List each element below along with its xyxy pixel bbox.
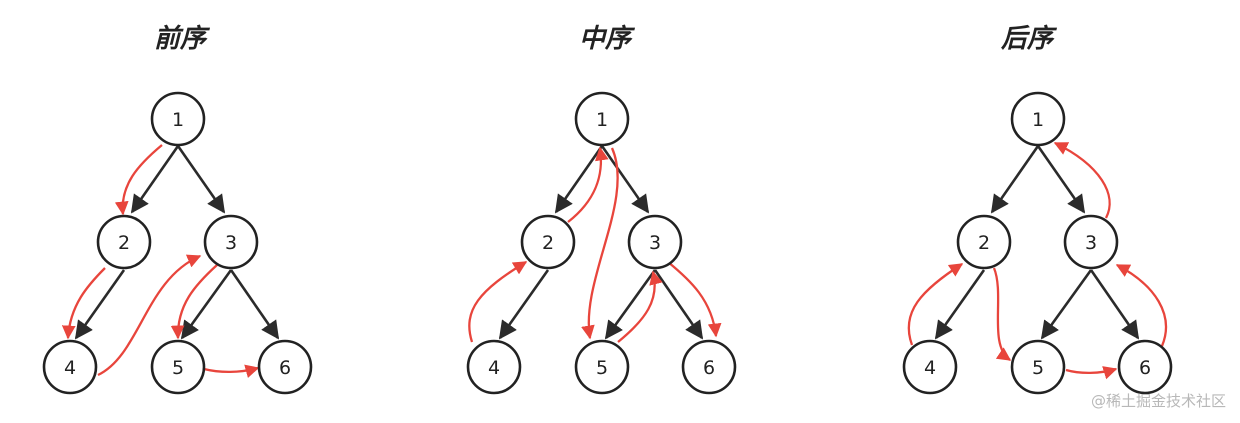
traversal-arrow — [907, 263, 964, 346]
tree-postorder: 后序 1 2 3 4 — [902, 24, 1173, 395]
node-label: 1 — [172, 109, 184, 131]
edge-1-2 — [130, 145, 180, 214]
node-label: 3 — [649, 232, 661, 254]
node-4: 4 — [42, 339, 98, 395]
edge-2-4 — [74, 269, 126, 340]
node-2: 2 — [520, 214, 576, 270]
tree-title: 后序 — [1000, 24, 1058, 54]
node-label: 6 — [703, 357, 715, 379]
node-6: 6 — [681, 339, 737, 395]
edge-1-3 — [1036, 145, 1086, 214]
node-1: 1 — [574, 91, 630, 147]
edge-1-3 — [176, 145, 226, 214]
node-5: 5 — [574, 339, 630, 395]
traversal-arrow — [97, 254, 202, 377]
watermark: @稀土掘金技术社区 — [1091, 392, 1226, 410]
edge-3-5 — [1040, 269, 1093, 340]
traversal-arrow — [992, 267, 1012, 361]
edge-3-6 — [1089, 269, 1140, 340]
tree-inorder: 中序 1 2 3 4 — [466, 24, 737, 395]
traversal-arrow — [203, 364, 260, 378]
node-label: 5 — [1032, 357, 1044, 379]
node-label: 1 — [596, 109, 608, 131]
edge-2-4 — [498, 269, 550, 340]
node-6: 6 — [257, 339, 313, 395]
node-1: 1 — [1010, 91, 1066, 147]
traversal-arrows — [468, 146, 722, 343]
node-label: 2 — [118, 232, 130, 254]
node-label: 4 — [488, 357, 500, 379]
node-label: 3 — [1085, 232, 1097, 254]
edge-3-6 — [229, 269, 280, 340]
node-3: 3 — [627, 214, 683, 270]
traversal-arrow — [1065, 366, 1118, 380]
traversal-arrow — [468, 261, 528, 343]
edge-1-2 — [554, 145, 604, 214]
node-2: 2 — [96, 214, 152, 270]
node-5: 5 — [150, 339, 206, 395]
node-6: 6 — [1117, 339, 1173, 395]
node-4: 4 — [902, 339, 958, 395]
traversal-arrows — [61, 144, 260, 378]
node-label: 4 — [924, 357, 936, 379]
node-label: 3 — [225, 232, 237, 254]
edge-1-2 — [990, 145, 1040, 214]
node-label: 5 — [172, 357, 184, 379]
node-5: 5 — [1010, 339, 1066, 395]
traversal-arrow — [170, 264, 218, 340]
edge-2-4 — [934, 269, 986, 340]
node-label: 2 — [978, 232, 990, 254]
traversal-arrows — [907, 141, 1168, 380]
edge-3-5 — [180, 269, 233, 340]
traversal-arrow — [667, 261, 722, 338]
node-2: 2 — [956, 214, 1012, 270]
traversal-arrow — [567, 146, 609, 223]
node-3: 3 — [203, 214, 259, 270]
node-4: 4 — [466, 339, 522, 395]
node-label: 4 — [64, 357, 76, 379]
tree-edges — [74, 145, 280, 340]
node-label: 6 — [279, 357, 291, 379]
traversal-arrow — [581, 147, 619, 340]
tree-title: 中序 — [579, 24, 636, 54]
traversal-arrow — [1053, 141, 1111, 219]
edge-1-3 — [600, 145, 650, 214]
traversal-arrow — [114, 144, 163, 216]
node-label: 1 — [1032, 109, 1044, 131]
node-3: 3 — [1063, 214, 1119, 270]
tree-edges — [934, 145, 1140, 340]
node-label: 5 — [596, 357, 608, 379]
node-label: 6 — [1139, 357, 1151, 379]
traversal-arrow — [617, 270, 663, 343]
node-1: 1 — [150, 91, 206, 147]
traversal-arrow — [1115, 263, 1168, 347]
tree-title: 前序 — [154, 24, 211, 54]
tree-preorder: 前序 1 2 3 — [42, 24, 313, 395]
edge-3-6 — [653, 269, 704, 340]
node-label: 2 — [542, 232, 554, 254]
edge-3-5 — [604, 269, 657, 340]
traversal-arrow — [61, 267, 106, 340]
tree-edges — [498, 145, 704, 340]
